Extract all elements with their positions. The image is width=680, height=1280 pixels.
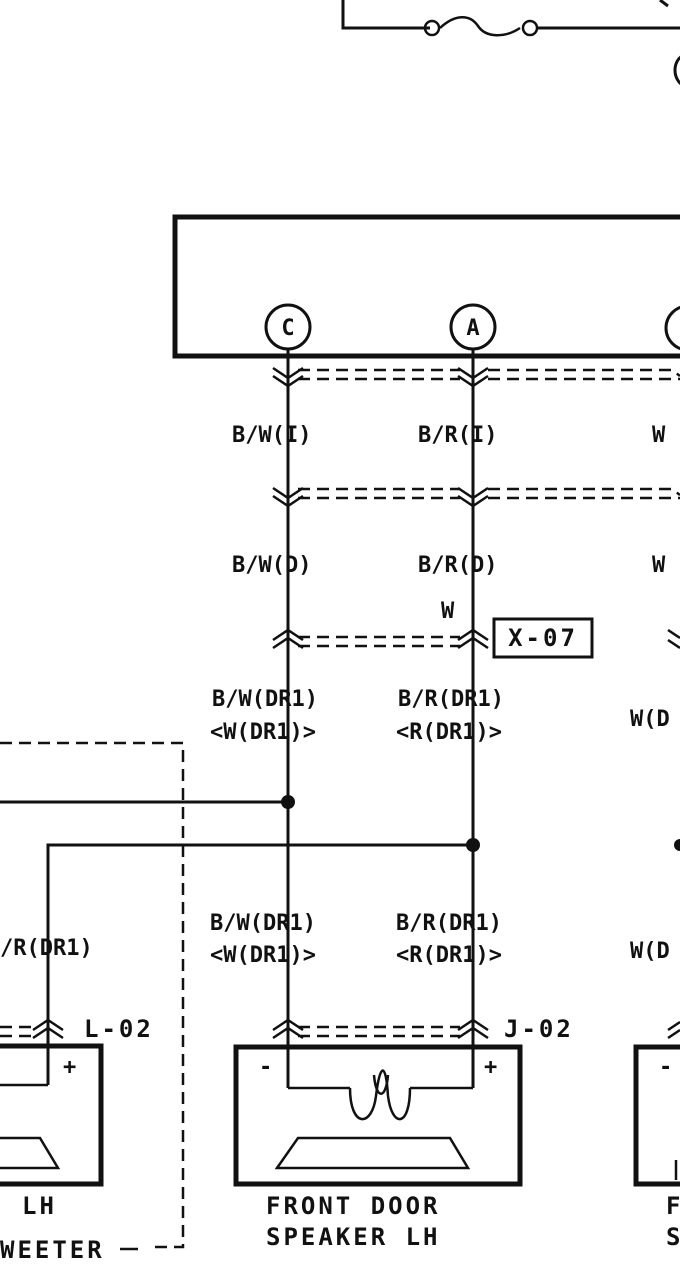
label-bw-dr1-alt: <W(DR1)> bbox=[210, 720, 316, 745]
speaker-name-line1: FRONT DOOR bbox=[266, 1192, 441, 1220]
label-w-small: W bbox=[441, 599, 455, 624]
right-f-label: F bbox=[666, 1192, 680, 1220]
left-plus: + bbox=[63, 1055, 76, 1080]
pin-a-label: A bbox=[466, 316, 479, 341]
left-tweeter: + LH WEETER bbox=[0, 1043, 138, 1264]
x07-box bbox=[492, 617, 594, 659]
speaker-minus: - bbox=[259, 1055, 272, 1080]
connector-l02: L-02 bbox=[0, 1015, 154, 1043]
pin-c-label: C bbox=[281, 316, 294, 341]
connector-i bbox=[272, 366, 680, 388]
wire-labels: B/W(I) B/R(I) W B/W(D) B/R(D) W W B/W(DR… bbox=[0, 423, 670, 968]
label-br-d: B/R(D) bbox=[418, 553, 497, 578]
label-br-dr1-alt-lower: <R(DR1)> bbox=[396, 943, 502, 968]
j02-label: J-02 bbox=[504, 1015, 574, 1043]
fuse-circuit bbox=[341, 0, 680, 85]
left-tweeter-label: WEETER bbox=[0, 1236, 105, 1264]
label-br-dr1: B/R(DR1) bbox=[398, 687, 504, 712]
label-left-br-dr1: /R(DR1) bbox=[0, 936, 93, 961]
label-br-i: B/R(I) bbox=[418, 423, 497, 448]
label-w-i: W bbox=[652, 423, 666, 448]
label-br-dr1-alt: <R(DR1)> bbox=[396, 720, 502, 745]
audio-unit-box: C A bbox=[172, 214, 680, 359]
label-w-dr1-right-lower: W(D bbox=[630, 939, 670, 964]
junction-br bbox=[466, 838, 480, 852]
label-bw-d: B/W(D) bbox=[232, 553, 311, 578]
label-w-dr1-right: W(D bbox=[630, 707, 670, 732]
x07-label: X-07 bbox=[508, 624, 578, 652]
label-bw-dr1: B/W(DR1) bbox=[212, 687, 318, 712]
front-door-speaker: - + FRONT DOOR SPEAKER LH bbox=[233, 1044, 523, 1251]
junction-bw bbox=[281, 795, 295, 809]
right-speaker: - F S bbox=[633, 1020, 680, 1251]
connector-j02: J-02 bbox=[272, 1015, 574, 1043]
l02-label: L-02 bbox=[84, 1015, 154, 1043]
label-bw-dr1-alt-lower: <W(DR1)> bbox=[210, 943, 316, 968]
right-s-label: S bbox=[666, 1223, 680, 1251]
connector-d bbox=[272, 486, 680, 508]
right-minus: - bbox=[659, 1055, 672, 1080]
label-bw-i: B/W(I) bbox=[232, 423, 311, 448]
connector-x07: X-07 bbox=[272, 617, 680, 659]
tweeter-branch bbox=[0, 741, 680, 1249]
label-br-dr1-lower: B/R(DR1) bbox=[396, 911, 502, 936]
left-lh-label: LH bbox=[22, 1192, 57, 1220]
vertical-wires bbox=[286, 349, 475, 1088]
label-bw-dr1-lower: B/W(DR1) bbox=[210, 911, 316, 936]
label-w-d: W bbox=[652, 553, 666, 578]
speaker-name-line2: SPEAKER LH bbox=[266, 1223, 441, 1251]
junction-right bbox=[674, 839, 680, 851]
speaker-plus: + bbox=[484, 1055, 497, 1080]
